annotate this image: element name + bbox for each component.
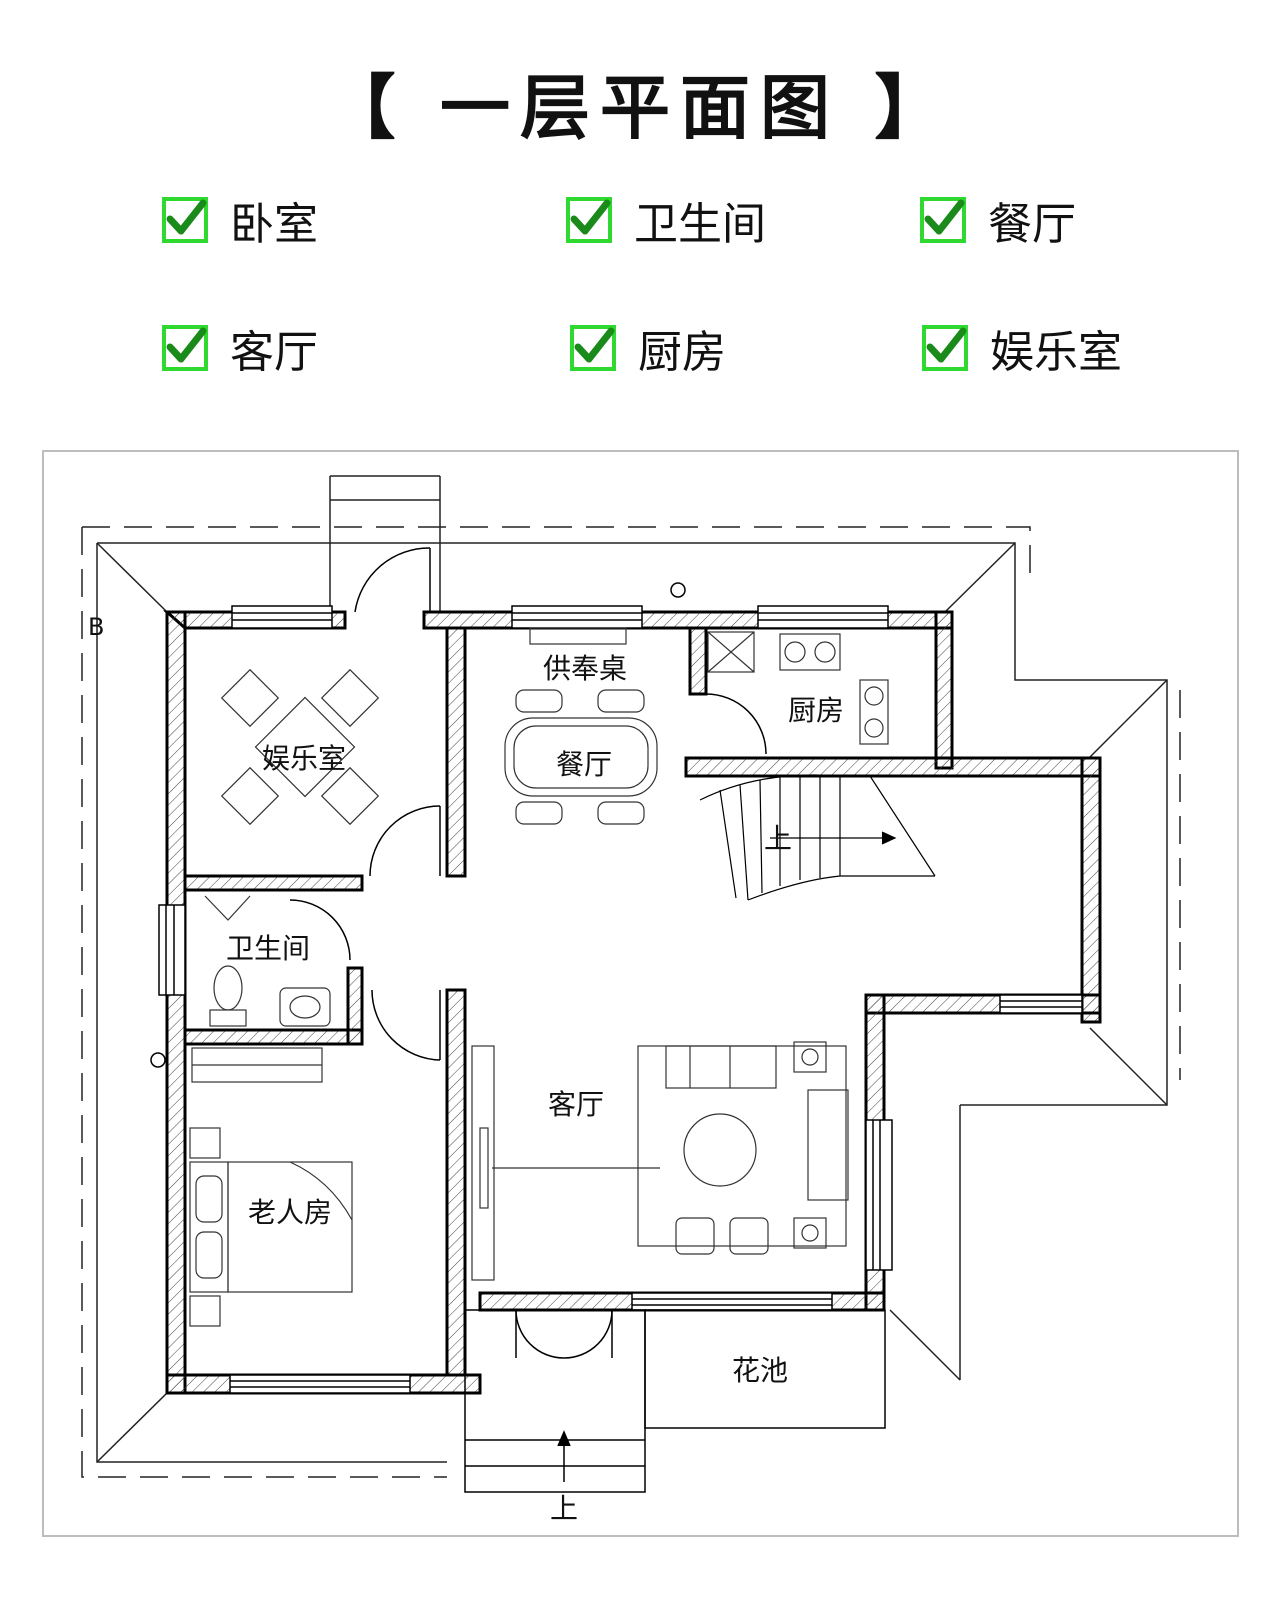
feature-label: 娱乐室: [990, 327, 1122, 378]
column-marker: [670, 582, 686, 598]
check-icon: [570, 325, 616, 371]
windows: [158, 605, 1083, 1394]
feature-item: 厨房: [570, 316, 726, 380]
feature-item: 餐厅: [920, 188, 1076, 252]
check-icon: [566, 197, 612, 243]
feature-item: 娱乐室: [922, 316, 1122, 380]
stair-up-label: 上: [764, 822, 792, 855]
room-label-flower-bed: 花池: [732, 1354, 788, 1387]
roof-outline: [81, 475, 1181, 1478]
check-icon: [162, 325, 208, 371]
room-label-dining: 餐厅: [556, 748, 612, 781]
room-label-altar: 供奉桌: [543, 652, 627, 685]
check-icon: [922, 325, 968, 371]
room-label-kitchen: 厨房: [788, 694, 844, 727]
staircase: [699, 774, 936, 901]
feature-item: 客厅: [162, 316, 318, 380]
check-icon: [920, 197, 966, 243]
feature-label: 卫生间: [634, 199, 766, 250]
room-label-entertainment: 娱乐室: [262, 742, 346, 775]
doors: [289, 547, 767, 1359]
room-label-elder-room: 老人房: [248, 1196, 332, 1229]
floor-plan-frame: [42, 450, 1239, 1537]
feature-label: 厨房: [638, 327, 726, 378]
entry-area: [464, 1309, 886, 1493]
axis-mark: B: [88, 613, 104, 641]
column-marker: [150, 1052, 166, 1068]
feature-item: 卧室: [162, 188, 318, 252]
check-icon: [162, 197, 208, 243]
room-label-living: 客厅: [548, 1088, 604, 1121]
feature-label: 客厅: [230, 327, 318, 378]
furniture: [189, 627, 889, 1327]
room-label-bathroom: 卫生间: [226, 932, 310, 965]
page-title: 【 一层平面图 】: [325, 67, 955, 149]
feature-item: 卫生间: [566, 188, 766, 252]
feature-label: 卧室: [230, 199, 318, 250]
entry-up-label: 上: [550, 1492, 578, 1525]
feature-label: 餐厅: [988, 199, 1076, 250]
